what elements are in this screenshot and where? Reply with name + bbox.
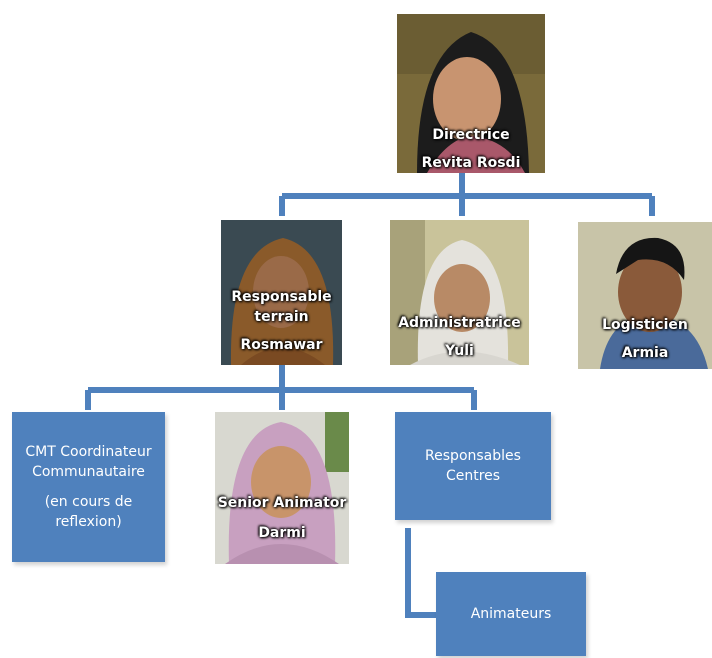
- centres-line2: Centres: [445, 468, 501, 484]
- logisticien-node: Logisticien Armia: [578, 222, 712, 369]
- responsable-terrain-node: Responsable terrain Rosmawar: [221, 220, 342, 365]
- directrice-role: Directrice: [432, 127, 510, 143]
- directrice-portrait: [397, 14, 545, 173]
- administratrice-role: Administratrice: [398, 315, 521, 331]
- connector-centres-to-animateurs: [405, 528, 436, 618]
- cmt-line3: (en cours de: [44, 494, 133, 510]
- responsable-role-line2: terrain: [254, 309, 309, 325]
- administratrice-portrait: [390, 220, 529, 365]
- senior-animator-name: Darmi: [258, 525, 306, 541]
- senior-animator-role: Senior Animator: [217, 495, 347, 511]
- animateurs-label: Animateurs: [470, 606, 552, 622]
- animateurs-box: Animateurs: [436, 572, 586, 656]
- logisticien-portrait: [578, 222, 712, 369]
- responsable-name: Rosmawar: [240, 337, 323, 353]
- cmt-line1: CMT Coordinateur: [25, 444, 152, 460]
- directrice-node: Directrice Revita Rosdi: [397, 14, 545, 173]
- responsable-terrain-portrait: [221, 220, 342, 365]
- administratrice-name: Yuli: [445, 343, 474, 359]
- centres-line1: Responsables: [425, 448, 521, 464]
- administratrice-node: Administratrice Yuli: [390, 220, 529, 365]
- directrice-name: Revita Rosdi: [421, 155, 521, 171]
- responsable-role-line1: Responsable: [231, 289, 332, 305]
- logisticien-role: Logisticien: [602, 317, 688, 333]
- cmt-line2: Communautaire: [32, 464, 145, 480]
- senior-animator-portrait: [215, 412, 349, 564]
- senior-animator-node: Senior Animator Darmi: [215, 412, 349, 564]
- cmt-coordinateur-box: CMT Coordinateur Communautaire (en cours…: [12, 412, 165, 562]
- cmt-line4: reflexion): [55, 514, 122, 530]
- responsables-centres-box: Responsables Centres: [395, 412, 551, 520]
- logisticien-name: Armia: [621, 345, 669, 361]
